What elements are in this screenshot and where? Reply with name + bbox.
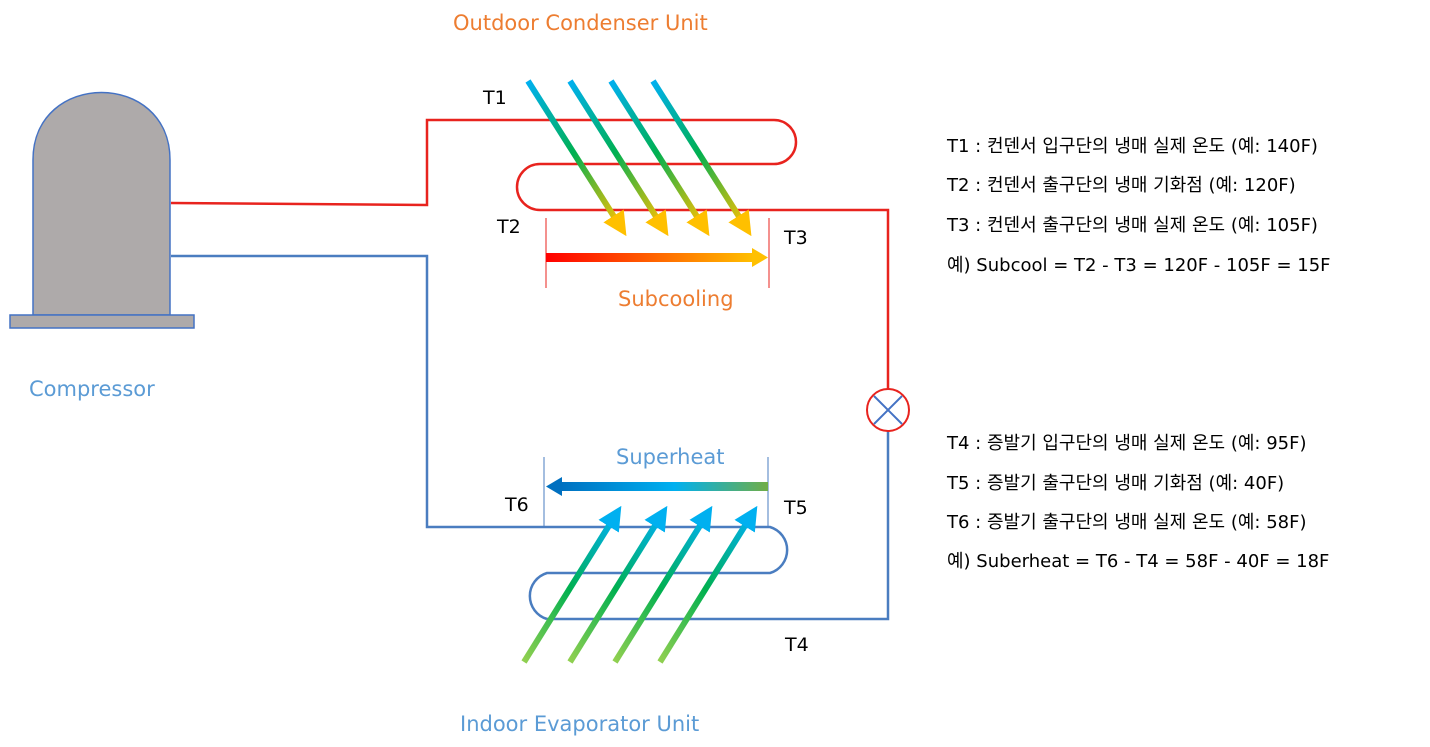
point-label-t5: T5	[784, 497, 808, 519]
evaporator-coil	[171, 254, 789, 621]
hot-refrigerant-line	[170, 118, 890, 392]
condenser-air-arrow	[525, 79, 627, 237]
condenser-air-arrow	[650, 79, 752, 237]
evaporator-air-arrow	[521, 505, 622, 664]
compressor	[9, 91, 195, 329]
note-t2: T2 : 컨덴서 출구단의 냉매 기화점 (예: 120F)	[947, 175, 1296, 196]
condenser-air-arrow	[567, 79, 669, 237]
superheat-indicator	[543, 457, 769, 527]
circle-x-icon	[866, 388, 910, 432]
subcooling-indicator	[545, 218, 770, 288]
point-label-t3: T3	[784, 227, 808, 249]
note-subcool-formula: 예) Subcool = T2 - T3 = 120F - 105F = 15F	[947, 255, 1331, 276]
evaporator-air-arrow	[612, 505, 713, 664]
compressor-base	[9, 314, 195, 329]
note-t3: T3 : 컨덴서 출구단의 냉매 실제 온도 (예: 105F)	[947, 215, 1318, 236]
superheat-label: Superheat	[616, 445, 725, 469]
note-superheat-formula: 예) Suberheat = T6 - T4 = 58F - 40F = 18F	[947, 551, 1330, 572]
note-t5: T5 : 증발기 출구단의 냉매 기화점 (예: 40F)	[947, 473, 1285, 494]
evaporator-title: Indoor Evaporator Unit	[460, 712, 700, 736]
compressor-body	[32, 91, 171, 316]
point-label-t4: T4	[785, 634, 809, 656]
cold-refrigerant-line	[171, 254, 890, 621]
condenser-air-arrow	[608, 79, 710, 237]
point-label-t2: T2	[497, 216, 521, 238]
note-t6: T6 : 증발기 출구단의 냉매 실제 온도 (예: 58F)	[947, 512, 1307, 533]
subcooling-label: Subcooling	[618, 287, 734, 311]
evaporator-air-arrow	[657, 505, 758, 664]
condenser-air-arrows	[525, 79, 752, 237]
evaporator-air-arrows	[521, 505, 758, 664]
condenser-coil	[515, 118, 890, 392]
point-label-t6: T6	[505, 494, 529, 516]
evaporator-air-arrow	[567, 505, 668, 664]
point-label-t1: T1	[483, 87, 507, 109]
condenser-title: Outdoor Condenser Unit	[453, 11, 708, 35]
note-t1: T1 : 컨덴서 입구단의 냉매 실제 온도 (예: 140F)	[947, 136, 1318, 157]
note-t4: T4 : 증발기 입구단의 냉매 실제 온도 (예: 95F)	[947, 433, 1307, 454]
compressor-label: Compressor	[29, 377, 155, 401]
